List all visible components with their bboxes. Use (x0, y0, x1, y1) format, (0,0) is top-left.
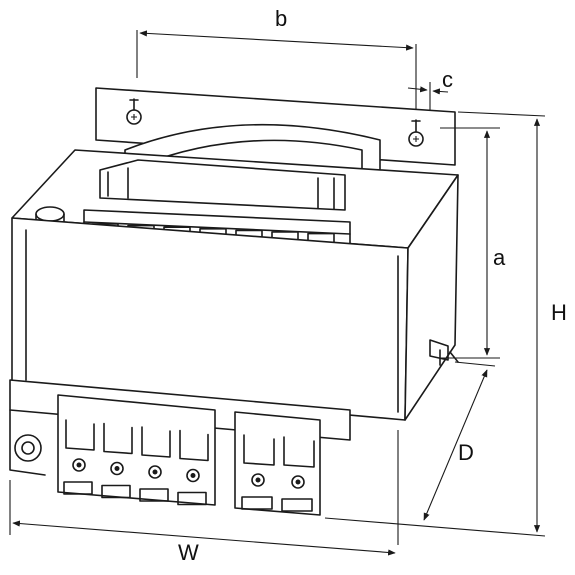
terminal-label-tab (63, 481, 93, 495)
ground-screw-icon (14, 434, 42, 462)
dim-label-w: W (178, 540, 199, 565)
terminal-screw-center (152, 469, 158, 475)
keyhole-left-icon (126, 98, 142, 125)
dim-label-b: b (275, 6, 287, 31)
terminal-screw-center (190, 473, 196, 478)
terminal-clamp (65, 419, 95, 451)
terminal-label-tab (139, 488, 169, 502)
terminal-label-tab (281, 498, 313, 512)
terminal-clamp (141, 426, 171, 458)
terminal-clamp (179, 429, 209, 462)
dim-label-a: a (493, 245, 506, 270)
dimension-lines (9, 30, 546, 556)
terminal-screw-center (114, 466, 120, 471)
bottom-terminal-block (9, 379, 351, 516)
terminal-screw-center (76, 462, 82, 468)
terminal-clamp (103, 422, 133, 455)
dim-label-c: c (442, 67, 453, 92)
terminal-clamp (283, 436, 315, 468)
terminal-screw-center (295, 479, 301, 485)
terminal-screw-center (255, 477, 261, 483)
terminal-label-tab (241, 496, 273, 510)
terminal-clamp (243, 434, 275, 466)
terminal-label-tab (101, 484, 131, 499)
dim-label-h: H (551, 300, 567, 325)
terminal-label-tab (177, 491, 207, 506)
keyhole-right-icon (408, 119, 424, 147)
dim-label-d: D (458, 440, 474, 465)
